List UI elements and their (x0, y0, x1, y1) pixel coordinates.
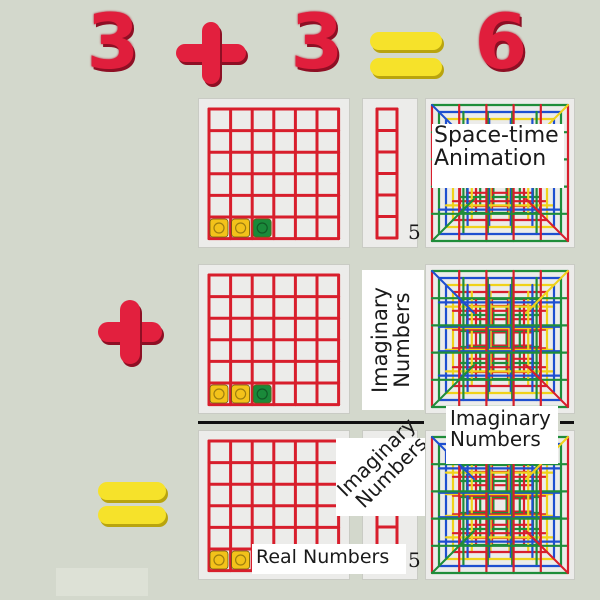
space-time-label: Space-time Animation (434, 123, 559, 172)
yellow-block (209, 218, 229, 238)
real-numbers-label: Real Numbers (256, 546, 390, 568)
lattice-rod (525, 364, 569, 408)
imaginary-diagonal-bg (336, 438, 426, 516)
grid-5x5-icon (207, 273, 341, 407)
green-block (252, 218, 272, 238)
yellow-block (231, 550, 250, 570)
count-label-row3: 5 (408, 548, 421, 572)
cube-lattice-icon (430, 269, 570, 409)
yellow-block (231, 384, 250, 404)
yellow-block (209, 550, 229, 570)
ladder-photo-row1 (362, 98, 418, 248)
cube-photo-row2 (425, 264, 575, 414)
lattice-rod (525, 530, 569, 574)
equation-equals-sign: = (370, 22, 444, 82)
ladder-1x5-icon (375, 107, 399, 240)
lattice-rod (431, 364, 475, 408)
block-stud (234, 554, 247, 566)
block-stud (234, 388, 247, 400)
lattice-rod (431, 198, 475, 242)
yellow-block (231, 218, 250, 238)
yellow-block (209, 384, 229, 404)
space-time-label-bg (432, 124, 564, 188)
grid-photo-row2 (198, 264, 350, 414)
equation-term1: 3 (86, 0, 140, 86)
imaginary-right-bg (446, 406, 558, 464)
equation-plus-sign: + (176, 22, 246, 84)
block-stud (213, 388, 225, 400)
imaginary-vertical-label: Imaginary Numbers (367, 287, 414, 394)
section-divider-right (560, 421, 574, 424)
section-divider (198, 421, 424, 424)
block-stud (213, 554, 225, 566)
imaginary-right-label: Imaginary Numbers (450, 406, 551, 451)
plus-sign-row2 (98, 300, 162, 364)
equation-result: 6 (474, 0, 528, 86)
green-block (252, 384, 272, 404)
imaginary-vertical-bg (362, 270, 424, 410)
block-stud (256, 388, 268, 400)
lattice-rod (431, 270, 475, 314)
count-label-row1: 5 (408, 220, 421, 244)
cube-lattice-icon (430, 435, 570, 575)
lattice-rod (431, 530, 475, 574)
equation-term2: 3 (290, 0, 344, 86)
grid-5x5-icon (207, 107, 341, 241)
grid-photo-row1 (198, 98, 350, 248)
lattice-rod (525, 270, 569, 314)
real-numbers-bg (252, 544, 406, 574)
equals-sign-row3 (98, 478, 168, 528)
placeholder-rect (56, 568, 148, 596)
block-stud (234, 222, 247, 234)
lattice-rod (525, 198, 569, 242)
block-stud (256, 222, 268, 234)
block-stud (213, 222, 225, 234)
